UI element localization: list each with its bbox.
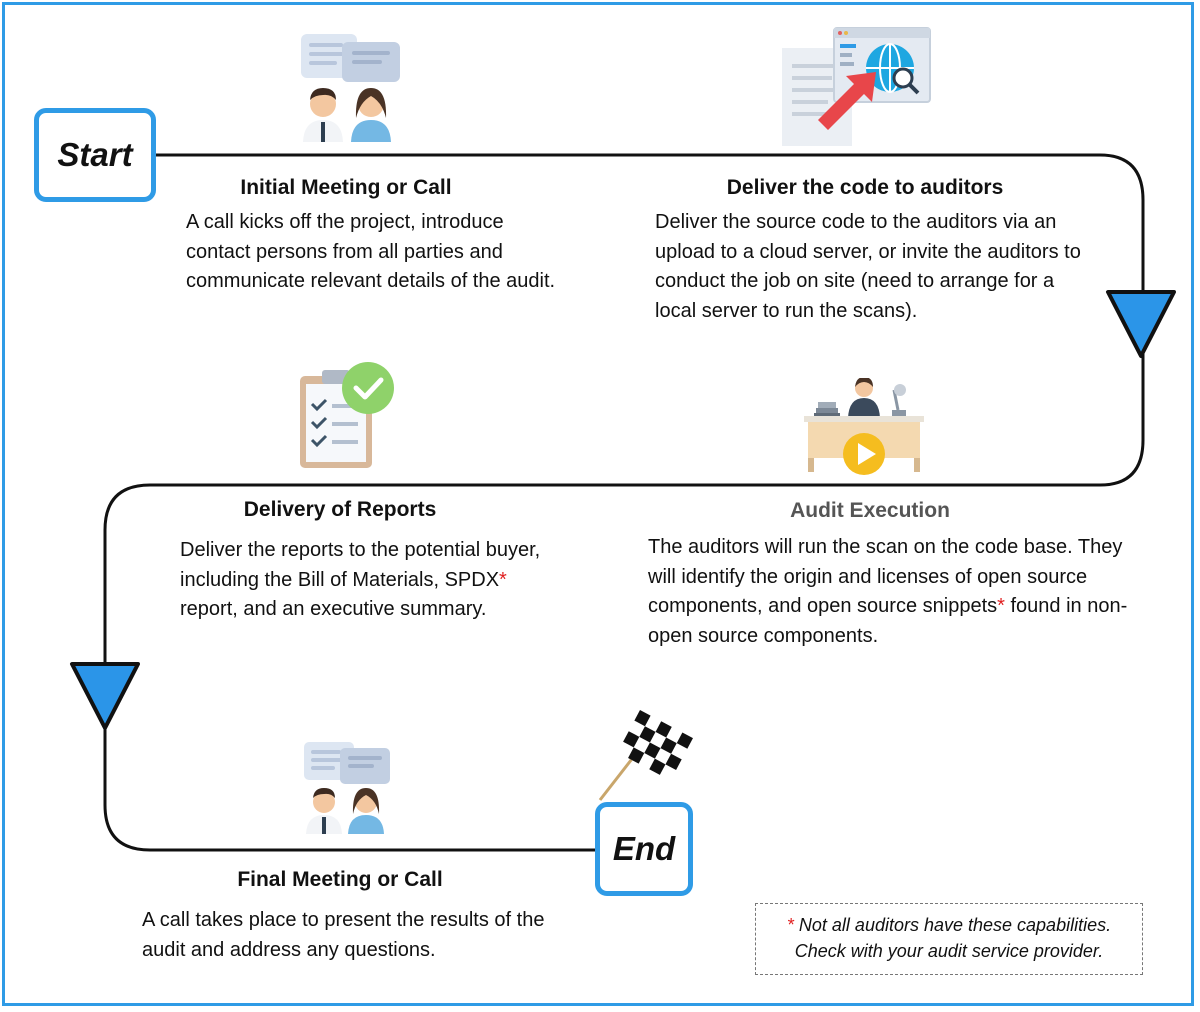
footnote-asterisk: * [499, 568, 507, 591]
flow-arrow-down-right [1106, 290, 1176, 358]
checklist-icon [300, 362, 394, 468]
meeting-icon [304, 742, 390, 834]
footnote-asterisk: * [997, 595, 1005, 617]
footnote-asterisk: * [786, 915, 794, 935]
delivery-reports-title: Delivery of Reports [243, 498, 437, 521]
delivery-reports-description: Deliver the reports to the potential buy… [180, 536, 545, 625]
audit-execution-text: The auditors will run the scan on the co… [648, 536, 1123, 617]
audit-execution-title: Audit Execution [790, 499, 950, 522]
footnote-box: * Not all auditors have these capabiliti… [755, 903, 1143, 975]
deliver-code-title: Deliver the code to auditors [726, 176, 1004, 199]
footnote-text-1: Not all auditors have these capabilities… [793, 915, 1112, 935]
upload-code-icon [782, 27, 931, 146]
audit-execution-description: The auditors will run the scan on the co… [648, 533, 1138, 651]
meeting-icon [301, 34, 400, 142]
end-label: End [612, 830, 676, 867]
delivery-reports-text: Deliver the reports to the potential buy… [180, 539, 541, 591]
start-terminal: Start [34, 108, 156, 202]
footnote-text-2: Check with your audit service provider. [794, 941, 1104, 961]
end-terminal: End [595, 802, 693, 896]
delivery-reports-text-end: report, and an executive summary. [180, 598, 487, 620]
checkered-flag-icon [598, 710, 697, 801]
initial-meeting-description: A call kicks off the project, introduce … [186, 211, 556, 292]
final-meeting-title: Final Meeting or Call [237, 868, 443, 891]
final-meeting-description: A call takes place to present the result… [142, 909, 545, 961]
audit-desk-icon [804, 378, 924, 475]
flow-arrow-down-left [70, 662, 140, 730]
audit-execution-text-end: found in non-open source components. [648, 595, 1128, 647]
start-label: Start [57, 136, 133, 173]
deliver-code-description: Deliver the source code to the auditors … [655, 211, 1081, 322]
initial-meeting-title: Initial Meeting or Call [240, 176, 452, 199]
footnote-line-1: * Not all auditors have these capabiliti… [756, 912, 1142, 938]
